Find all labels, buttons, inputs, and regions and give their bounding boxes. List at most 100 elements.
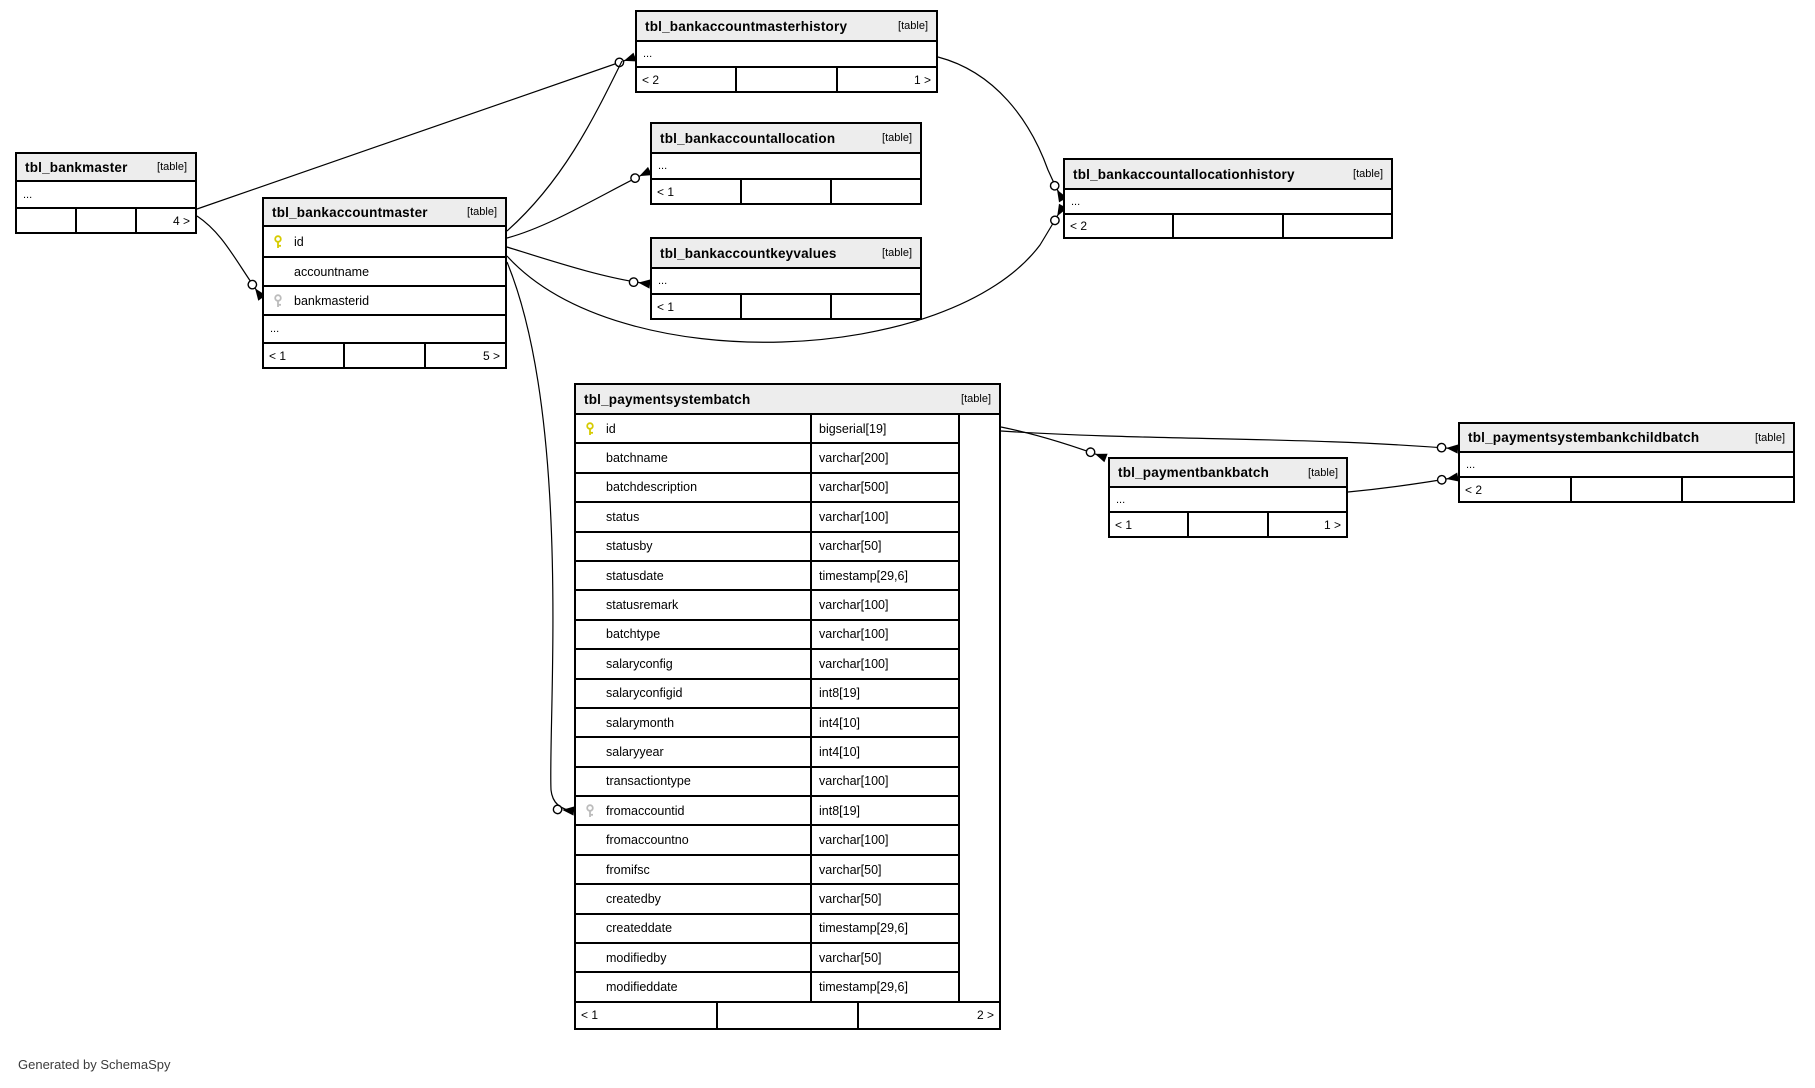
column-name: modifieddate [606, 980, 678, 995]
table-tag: [table] [882, 247, 912, 259]
column-name: statusby [606, 539, 653, 554]
footer-mid [715, 1002, 858, 1028]
foreign-key-icon [584, 804, 606, 818]
elided-columns: ... [1110, 486, 1346, 511]
table-node-bankaccountmaster[interactable]: tbl_bankaccountmaster [table] id account… [262, 197, 507, 369]
column-name: salaryconfig [606, 656, 673, 671]
column-type: timestamp[29,6] [810, 561, 958, 590]
column-type: varchar[100] [810, 503, 958, 531]
column-name: batchname [606, 451, 668, 466]
elided-columns: ... [652, 267, 920, 293]
column-type: int4[10] [810, 738, 958, 766]
foreign-key-icon [272, 293, 294, 308]
table-node-bankmaster[interactable]: tbl_bankmaster [table] ... 4 > [15, 152, 197, 234]
table-title[interactable]: tbl_bankaccountallocation [660, 130, 836, 146]
table-tag: [table] [882, 132, 912, 144]
footer-parents: < 2 [642, 72, 660, 87]
column-type: timestamp[29,6] [810, 973, 958, 1001]
footer-parents: < 2 [1070, 219, 1088, 233]
elided-columns: ... [1065, 188, 1391, 213]
footer-mid [1569, 478, 1682, 501]
table-title[interactable]: tbl_bankmaster [25, 159, 128, 175]
column-type: varchar[100] [810, 620, 958, 649]
table-node-bankaccountkeyvalues[interactable]: tbl_bankaccountkeyvalues [table] ... < 1 [650, 237, 922, 320]
table-footer: < 1 [652, 293, 920, 318]
table-node-paymentsystembankchildbatch[interactable]: tbl_paymentsystembankchildbatch [table] … [1458, 422, 1795, 503]
column-name: salaryyear [606, 744, 664, 759]
column-name: salaryconfigid [606, 686, 683, 701]
footer-children [1681, 478, 1793, 501]
column-name: id [294, 234, 304, 249]
column-type: varchar[50] [810, 885, 958, 913]
column-name: transactiontype [606, 774, 691, 789]
column-type: int8[19] [810, 679, 958, 707]
generated-by-note: Generated by SchemaSpy [18, 1057, 171, 1072]
edge-bankaccountmaster-to-allocationhistory [506, 203, 1068, 343]
table-header: tbl_bankaccountallocationhistory [table] [1065, 160, 1391, 188]
table-node-paymentbankbatch[interactable]: tbl_paymentbankbatch [table] ... < 1 1 > [1108, 457, 1348, 538]
footer-parents: < 2 [1465, 482, 1483, 497]
table-tag: [table] [898, 20, 928, 32]
table-node-bankaccountmasterhistory[interactable]: tbl_bankaccountmasterhistory [table] ...… [635, 10, 938, 93]
column-type: varchar[100] [810, 826, 958, 854]
column-row: salaryconfigid int8[19] [576, 677, 958, 707]
column-type: int4[10] [810, 708, 958, 737]
column-name: fromaccountno [606, 833, 689, 848]
table-header: tbl_bankaccountallocation [table] [652, 124, 920, 152]
table-footer: < 1 1 > [1110, 511, 1346, 536]
table-header: tbl_bankaccountmasterhistory [table] [637, 12, 936, 40]
footer-children [830, 180, 920, 203]
table-header: tbl_bankmaster [table] [17, 154, 195, 180]
column-row: status varchar[100] [576, 501, 958, 531]
column-type: varchar[500] [810, 473, 958, 502]
footer-children: 5 > [424, 344, 505, 367]
footer-mid [740, 295, 830, 318]
column-row: batchdescription varchar[500] [576, 471, 958, 502]
footer-children [1281, 215, 1391, 237]
table-title[interactable]: tbl_bankaccountmaster [272, 204, 428, 220]
footer-children: 2 > [857, 1002, 999, 1028]
primary-key-icon [272, 234, 294, 249]
footer-mid [735, 68, 835, 91]
edge-paymentsystembatch-to-childbatch [1000, 430, 1459, 454]
column-name: status [606, 509, 640, 524]
table-node-bankaccountallocation[interactable]: tbl_bankaccountallocation [table] ... < … [650, 122, 922, 205]
primary-key-icon [584, 421, 606, 436]
table-header: tbl_bankaccountmaster [table] [264, 199, 505, 225]
column-row: transactiontype varchar[100] [576, 765, 958, 796]
column-type: varchar[100] [810, 591, 958, 619]
table-title[interactable]: tbl_paymentsystembankchildbatch [1468, 430, 1700, 445]
column-name: statusdate [606, 568, 664, 583]
edge-bankaccountmaster-to-keyvalues [506, 246, 651, 289]
footer-mid [740, 180, 830, 203]
table-title[interactable]: tbl_bankaccountkeyvalues [660, 245, 837, 261]
column-name: id [606, 421, 616, 436]
table-tag: [table] [1308, 466, 1338, 479]
column-row: accountname [264, 256, 505, 285]
table-tag: [table] [1353, 168, 1383, 180]
column-row: id bigserial[19] [576, 415, 958, 443]
column-row: createddate timestamp[29,6] [576, 912, 958, 943]
column-row: fromifsc varchar[50] [576, 853, 958, 884]
column-name: fromaccountid [606, 803, 685, 818]
table-node-bankaccountallocationhistory[interactable]: tbl_bankaccountallocationhistory [table]… [1063, 158, 1393, 239]
table-title[interactable]: tbl_paymentsystembatch [584, 391, 751, 407]
table-title[interactable]: tbl_bankaccountallocationhistory [1073, 166, 1295, 182]
table-title[interactable]: tbl_bankaccountmasterhistory [645, 18, 848, 34]
table-header: tbl_bankaccountkeyvalues [table] [652, 239, 920, 267]
table-footer: < 1 5 > [264, 342, 505, 367]
footer-children: 1 > [835, 68, 936, 91]
table-node-paymentsystembatch[interactable]: tbl_paymentsystembatch [table] id bigser… [574, 383, 1001, 1030]
column-type: varchar[100] [810, 767, 958, 796]
table-footer: < 1 2 > [576, 1000, 999, 1028]
table-title[interactable]: tbl_paymentbankbatch [1118, 465, 1270, 480]
edge-bankaccountmaster-to-paymentsystembatch [506, 261, 575, 816]
table-tag: [table] [467, 206, 497, 218]
table-header: tbl_paymentbankbatch [table] [1110, 459, 1346, 486]
footer-children: 4 > [135, 209, 195, 232]
elided-columns: ... [17, 180, 195, 207]
table-header: tbl_paymentsystembankchildbatch [table] [1460, 424, 1793, 451]
edge-masterhistory-to-allocationhistory [937, 56, 1067, 203]
column-name: accountname [294, 264, 370, 279]
column-rows: id accountname bankmasterid [264, 225, 505, 314]
